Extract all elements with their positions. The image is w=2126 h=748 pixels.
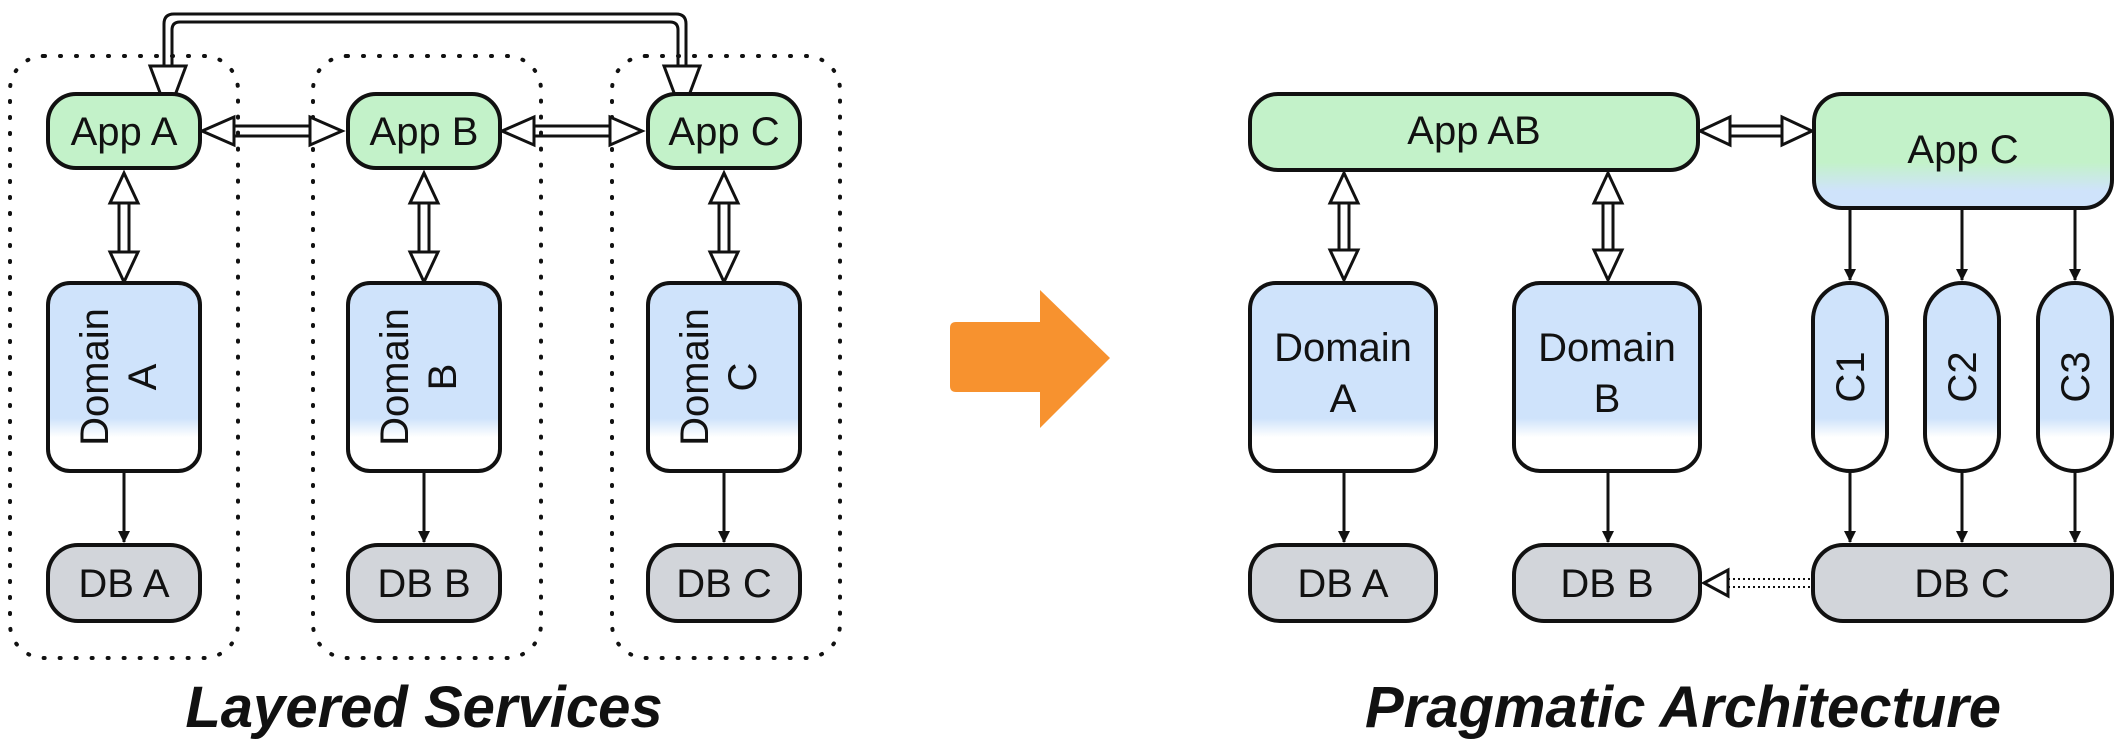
pragmatic-architecture-caption: Pragmatic Architecture bbox=[1365, 675, 2001, 740]
domain-b-label-line1: Domain bbox=[1538, 326, 1676, 370]
double-arrow-app-ab-domain-a bbox=[1327, 169, 1361, 284]
db-a-label: DB A bbox=[78, 562, 169, 606]
domain-b-node: Domain B bbox=[1512, 281, 1702, 473]
component-c1-label: C1 bbox=[1829, 351, 1873, 402]
domain-a-label-line1: Domain bbox=[1274, 326, 1412, 370]
layered-services-diagram: App A App B App C Domain A Domain B Doma… bbox=[8, 12, 842, 740]
domain-a-label-line2: A bbox=[1330, 377, 1357, 421]
component-c1-node: C1 bbox=[1811, 281, 1889, 473]
component-c3-label: C3 bbox=[2054, 351, 2098, 402]
domain-a-node: Domain A bbox=[1248, 281, 1438, 473]
db-b-node: DB B bbox=[1512, 543, 1702, 623]
component-c2-node: C2 bbox=[1923, 281, 2001, 473]
service-boundary-c bbox=[610, 54, 842, 660]
layered-services-caption: Layered Services bbox=[185, 675, 662, 740]
domain-c-label-line1: Domain bbox=[673, 308, 717, 446]
double-arrow-app-b-domain-b bbox=[407, 169, 441, 286]
domain-a-label-line2: A bbox=[121, 363, 165, 390]
db-a-node: DB A bbox=[46, 543, 202, 623]
domain-b-node: Domain B bbox=[346, 281, 502, 473]
domain-c-label-line2: C bbox=[721, 363, 765, 392]
component-c3-node: C3 bbox=[2036, 281, 2114, 473]
db-b-label: DB B bbox=[1560, 562, 1653, 606]
double-arrow-app-ab-app-c bbox=[1696, 114, 1816, 148]
app-a-node: App A bbox=[46, 92, 202, 170]
component-c2-label: C2 bbox=[1941, 351, 1985, 402]
domain-b-label-line2: B bbox=[1594, 377, 1621, 421]
app-c-node: App C bbox=[1812, 92, 2114, 210]
db-b-label: DB B bbox=[377, 562, 470, 606]
app-a-label: App A bbox=[71, 110, 178, 154]
app-c-node: App C bbox=[646, 92, 802, 170]
db-c-label: DB C bbox=[1914, 562, 2010, 606]
domain-a-label-line1: Domain bbox=[73, 308, 117, 446]
db-c-label: DB C bbox=[676, 562, 772, 606]
service-boundary-a bbox=[8, 54, 240, 660]
double-arrow-app-ab-domain-b bbox=[1591, 169, 1625, 284]
double-arrow-app-b-app-c bbox=[498, 114, 646, 148]
domain-b-label-line2: B bbox=[421, 364, 465, 391]
double-arrow-app-a-app-c bbox=[147, 12, 703, 119]
double-arrow-app-a-domain-a bbox=[107, 169, 141, 286]
app-c-label: App C bbox=[668, 110, 779, 154]
double-arrow-app-a-app-b bbox=[198, 114, 346, 148]
db-c-node: DB C bbox=[1811, 543, 2114, 623]
app-ab-node: App AB bbox=[1248, 92, 1700, 172]
service-boundary-b bbox=[311, 54, 543, 660]
db-a-label: DB A bbox=[1297, 562, 1388, 606]
transition-arrow-icon bbox=[950, 290, 1110, 428]
domain-b-label-line1: Domain bbox=[373, 308, 417, 446]
db-c-node: DB C bbox=[646, 543, 802, 623]
domain-c-node: Domain C bbox=[646, 281, 802, 473]
pragmatic-architecture-diagram: App AB App C Domain A Domain B C1 C2 bbox=[1248, 92, 2114, 740]
app-c-label: App C bbox=[1907, 128, 2018, 172]
domain-a-node: Domain A bbox=[46, 281, 202, 473]
dotted-arrow-db-c-db-b bbox=[1700, 567, 1810, 599]
app-ab-label: App AB bbox=[1407, 109, 1540, 153]
app-b-node: App B bbox=[346, 92, 502, 170]
double-arrow-app-c-domain-c bbox=[707, 169, 741, 286]
app-b-label: App B bbox=[370, 110, 479, 154]
db-b-node: DB B bbox=[346, 543, 502, 623]
db-a-node: DB A bbox=[1248, 543, 1438, 623]
